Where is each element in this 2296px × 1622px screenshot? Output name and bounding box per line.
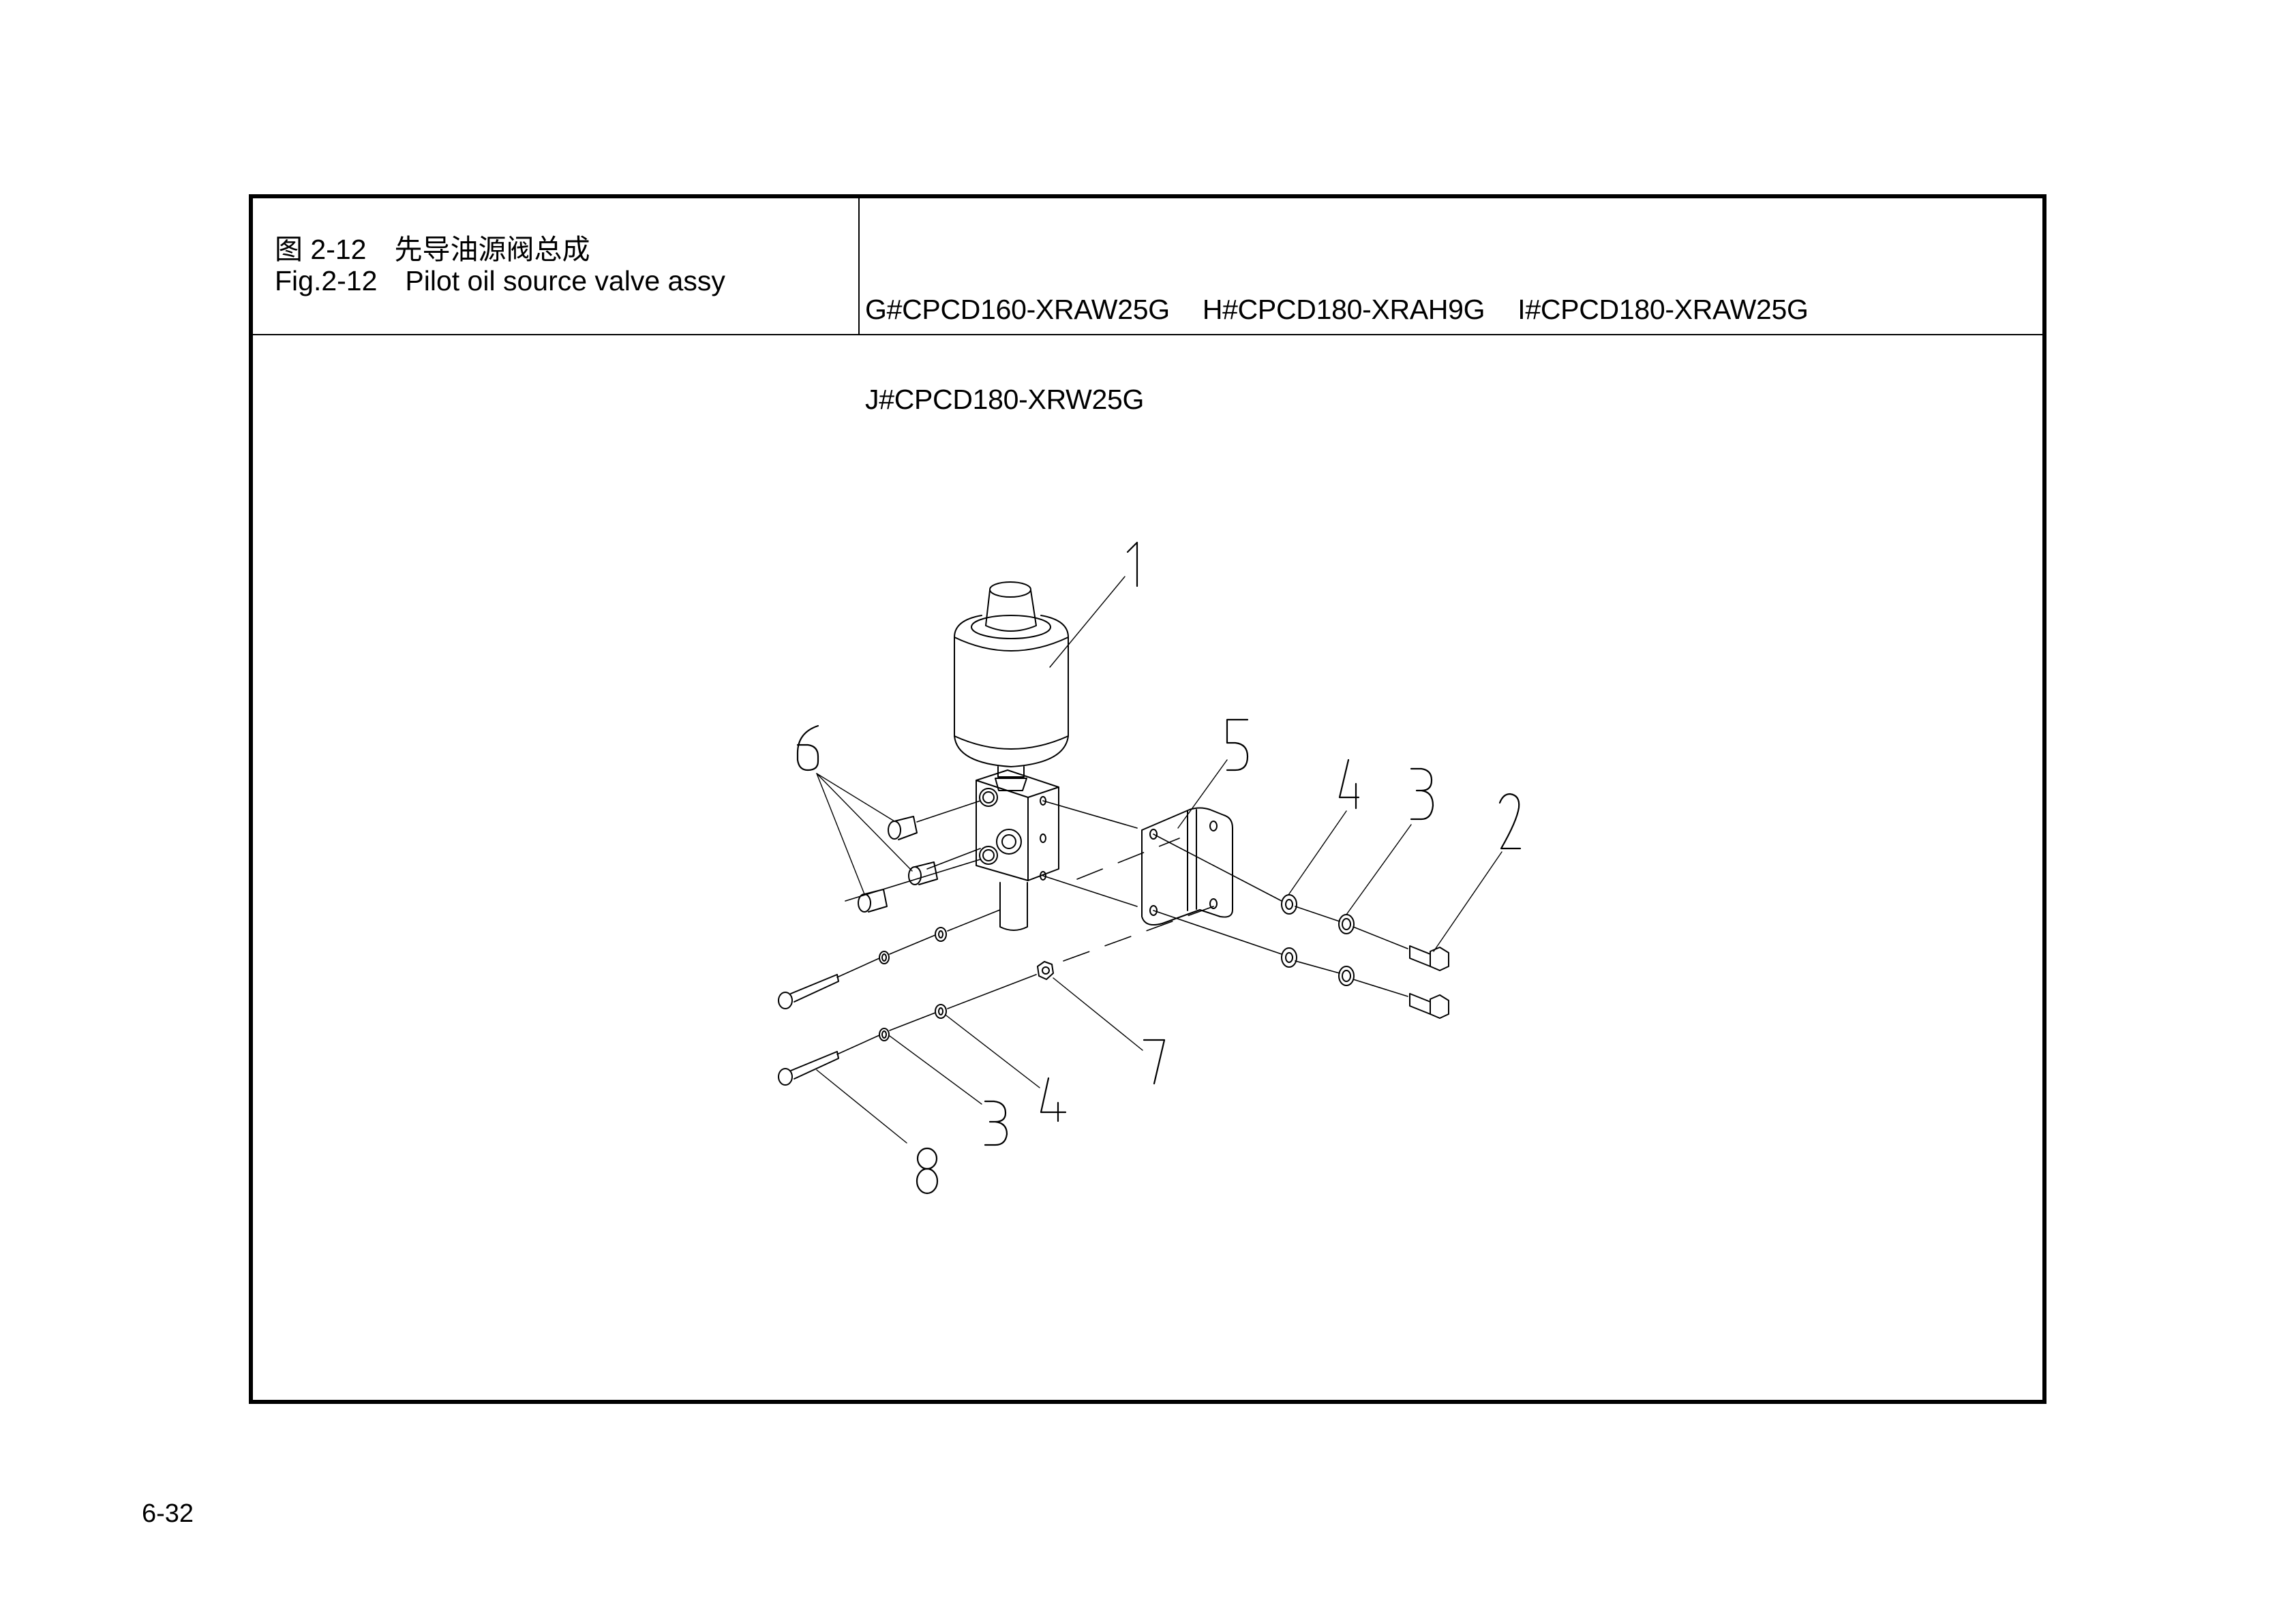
model-code: J#CPCD180-XRW25G [865, 384, 1145, 415]
bracket-part-5 [1141, 807, 1233, 925]
model-code: H#CPCD180-XRAH9G [1202, 294, 1485, 325]
models-row-2: J#CPCD180-XRW25G [865, 384, 1841, 414]
model-code: G#CPCD160-XRAW25G [865, 294, 1170, 325]
fittings-part-6 [858, 816, 938, 913]
page-number: 6-32 [142, 1499, 194, 1528]
header-divider-vertical [858, 198, 860, 335]
figure-title-cn: 图 2-12 先导油源阀总成 [275, 234, 590, 265]
accumulator-part-1 [954, 581, 1069, 791]
header-divider [253, 334, 2042, 335]
nut-part-7 [1037, 961, 1054, 980]
washers-left [879, 927, 947, 1041]
valve-block [976, 769, 1059, 931]
socket-bolts-part-8 [778, 974, 839, 1086]
hex-bolt-part-2 [1409, 945, 1449, 1019]
model-code: I#CPCD180-XRAW25G [1517, 294, 1809, 325]
washers-right [1281, 894, 1355, 986]
applicable-models: G#CPCD160-XRAW25G H#CPCD180-XRAH9G I#CPCD1… [865, 234, 1841, 474]
models-row-1: G#CPCD160-XRAW25G H#CPCD180-XRAH9G I#CPCD1… [865, 294, 1841, 324]
figure-title-en: Fig.2-12 Pilot oil source valve assy [275, 265, 725, 296]
